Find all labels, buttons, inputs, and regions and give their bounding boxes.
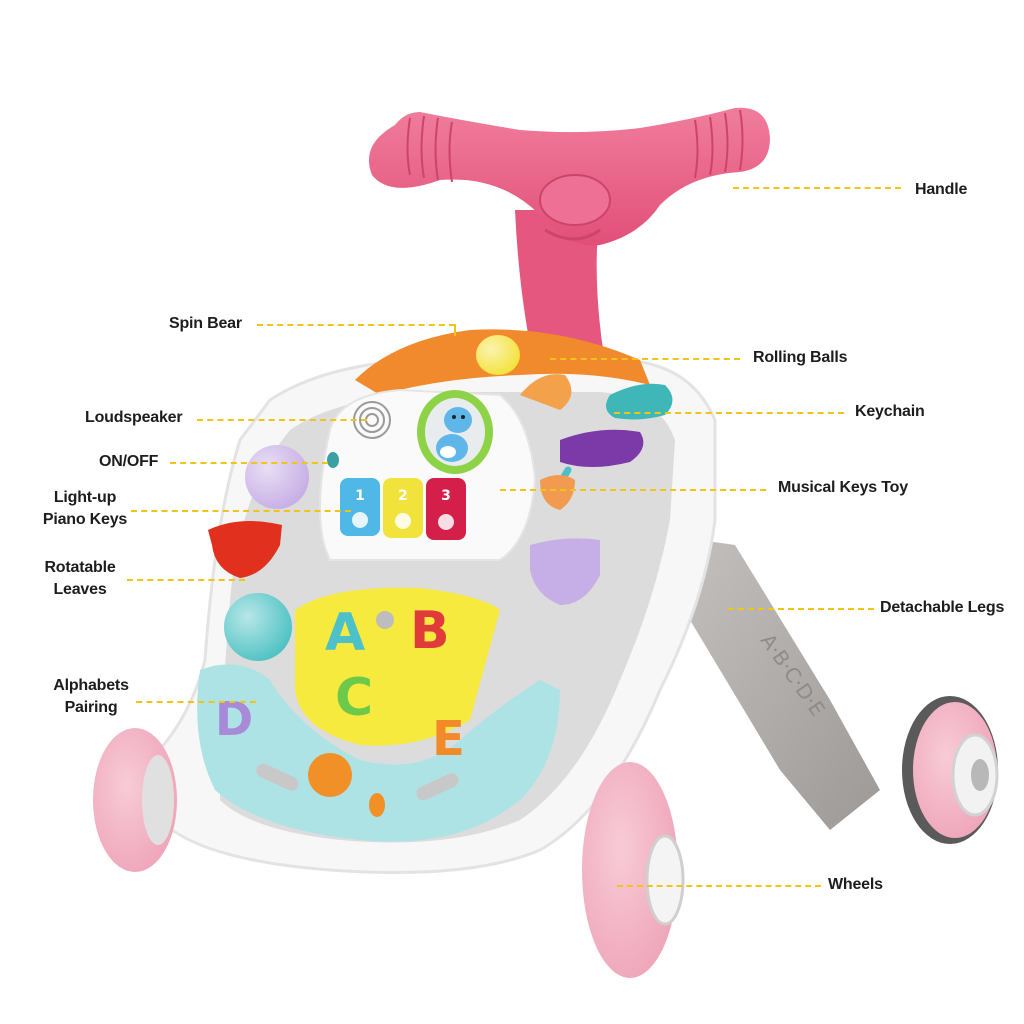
power-button: [327, 452, 339, 468]
label-leaves-line1: Rotatable: [44, 559, 116, 576]
leader-spin-bear-drop: [454, 324, 456, 336]
alphabet-panel: A B C: [295, 587, 500, 746]
keychain-toy: [540, 383, 673, 510]
handle-bar: [368, 107, 770, 246]
svg-text:B: B: [410, 601, 450, 661]
svg-text:A: A: [325, 603, 365, 663]
leader-on-off: [170, 462, 328, 464]
label-alphabets-pairing: Alphabets Pairing: [46, 675, 136, 719]
label-piano-keys: Light-up Piano Keys: [38, 487, 132, 531]
label-piano-keys-line1: Light-up: [53, 489, 117, 506]
rolling-balls-track: [355, 329, 650, 410]
svg-text:1: 1: [355, 488, 365, 504]
leader-loudspeaker: [197, 419, 367, 421]
label-handle: Handle: [915, 181, 968, 198]
front-right-wheel: [582, 762, 685, 978]
rotatable-leaf-red: [208, 521, 282, 578]
label-leaves-line2: Leaves: [53, 581, 107, 598]
svg-text:2: 2: [398, 488, 408, 504]
label-keychain: Keychain: [855, 403, 925, 420]
label-loudspeaker: Loudspeaker: [85, 409, 183, 426]
label-musical-keys-toy: Musical Keys Toy: [778, 479, 908, 496]
detachable-leg: A·B·C·D·E: [690, 540, 880, 830]
label-alphabets-line2: Pairing: [64, 699, 118, 716]
spin-bear: [417, 390, 493, 474]
leader-rolling-balls: [550, 358, 740, 360]
leader-leaves: [127, 579, 245, 581]
svg-text:C: C: [335, 668, 373, 728]
piano-keys: 1 2 3: [340, 478, 466, 540]
label-spin-bear: Spin Bear: [169, 315, 242, 332]
label-rolling-balls: Rolling Balls: [753, 349, 848, 366]
rotatable-leaf-purple: [530, 538, 600, 605]
leader-alphabets: [136, 701, 256, 703]
leader-spin-bear: [257, 324, 455, 326]
activity-panel: 1 2 3: [319, 388, 537, 561]
label-detachable-legs: Detachable Legs: [880, 599, 1005, 616]
front-left-wheel: [93, 728, 177, 872]
label-on-off: ON/OFF: [99, 453, 159, 470]
label-rotatable-leaves: Rotatable Leaves: [38, 557, 122, 601]
label-wheels: Wheels: [828, 876, 883, 893]
label-piano-keys-line2: Piano Keys: [42, 511, 128, 528]
label-alphabets-line1: Alphabets: [53, 677, 129, 694]
leader-wheels: [617, 885, 821, 887]
back-wheel: [902, 696, 999, 844]
svg-text:E: E: [432, 711, 465, 767]
leader-keychain: [614, 412, 844, 414]
leader-handle: [733, 187, 901, 189]
leader-legs: [728, 608, 874, 610]
leader-musical-keys: [500, 489, 766, 491]
svg-text:3: 3: [441, 488, 451, 504]
leader-piano-keys: [131, 510, 351, 512]
